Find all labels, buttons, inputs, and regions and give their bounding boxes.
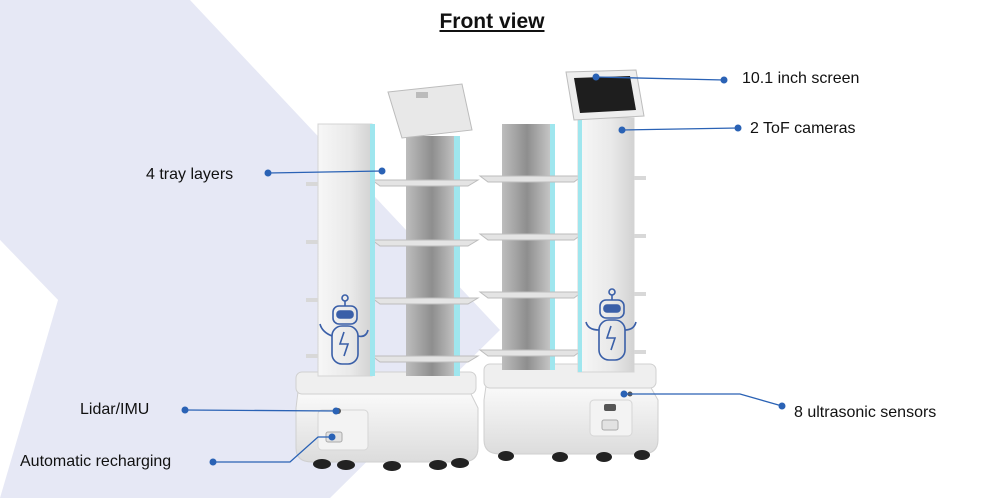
right-robot-wheel (596, 452, 612, 462)
left-robot-screen-latch (416, 92, 428, 98)
right-robot-hook (634, 176, 646, 180)
recharging-leader-dot (209, 458, 217, 466)
ultrasonic-leader-dot (620, 390, 628, 398)
right-robot-screen-display (574, 76, 636, 113)
left-robot-rear-column (406, 136, 458, 376)
right-robot-front-panel (589, 399, 633, 437)
lidar-leader-line (184, 409, 337, 412)
left-robot-tray (370, 179, 480, 187)
lidar-callout-label: Lidar/IMU (80, 401, 150, 418)
left-robot-mascot-icon (319, 294, 369, 365)
left-robot-front-column-edge (370, 124, 375, 376)
recharging-leader-line (213, 436, 332, 463)
lidar-leader-dot (181, 406, 189, 414)
left-robot-rear-column-edge (454, 136, 460, 376)
right-robot-wheel (634, 450, 650, 460)
left-robot-wheel (313, 459, 331, 469)
right-robot-rear-column-edge (550, 124, 555, 370)
left-robot-hook (306, 298, 318, 302)
screen-callout-label: 10.1 inch screen (742, 70, 860, 87)
left-robot-hook (306, 240, 318, 244)
left-robot-wheel (383, 461, 401, 471)
left-robot-front-panel (317, 409, 369, 451)
right-robot-rear-column (502, 124, 552, 370)
right-robot (478, 69, 659, 462)
right-robot-wheel (498, 451, 514, 461)
right-robot-tray (478, 233, 584, 241)
screen-leader-line (595, 76, 725, 81)
trays-callout-label: 4 tray layers (146, 166, 234, 183)
right-robot-tray (478, 175, 584, 183)
callout-leader-lines (181, 73, 786, 466)
right-robot-hook (634, 350, 646, 354)
left-robot-tray (370, 355, 480, 363)
tof-leader-dot (734, 124, 742, 132)
background-chevron-notch (0, 240, 58, 360)
left-robot-tray (370, 239, 480, 247)
right-robot-front-column-edge (578, 118, 582, 372)
trays-leader-dot (264, 169, 272, 177)
ultrasonic-leader-line (624, 393, 783, 407)
right-robot-hook (634, 292, 646, 296)
recharging-callout-label: Automatic recharging (20, 453, 172, 470)
left-robot-screen-back (387, 83, 473, 139)
tof-leader-dot (618, 126, 626, 134)
screen-leader-dot (592, 73, 600, 81)
right-robot-mascot-icon (585, 288, 637, 361)
trays-leader-dot (378, 167, 386, 175)
screen-leader-dot (720, 76, 728, 84)
right-robot-sensor-window (604, 404, 616, 411)
left-robot-tray (370, 297, 480, 305)
right-robot-tray (478, 291, 584, 299)
left-robot-wheel (337, 460, 355, 470)
tof-leader-line (621, 127, 739, 131)
left-robot-front-column (317, 123, 373, 377)
left-robot-wheel (429, 460, 447, 470)
ultrasonic-callout-label: 8 ultrasonic sensors (794, 404, 937, 421)
right-robot-charging-port (601, 419, 619, 431)
diagram-title: Front view (439, 10, 545, 33)
ultrasonic-leader-dot (778, 402, 786, 410)
tof-callout-label: 2 ToF cameras (750, 120, 856, 137)
left-robot-wheel (451, 458, 469, 468)
recharging-leader-dot (328, 433, 336, 441)
right-robot-wheel (552, 452, 568, 462)
trays-leader-line (267, 170, 383, 174)
left-robot (295, 83, 480, 471)
left-robot-base-top (295, 371, 477, 395)
right-robot-hook (634, 234, 646, 238)
lidar-leader-dot (332, 407, 340, 415)
right-robot-tray (478, 349, 584, 357)
left-robot-hook (306, 182, 318, 186)
left-robot-hook (306, 354, 318, 358)
